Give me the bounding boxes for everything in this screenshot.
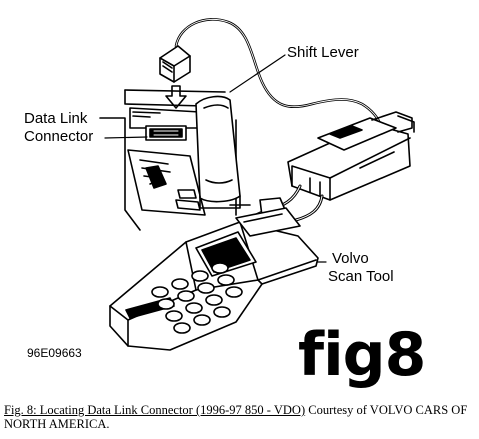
cable-plug xyxy=(159,45,191,83)
adapter-cable-right xyxy=(294,194,324,222)
caption-credit: Courtesy of VOLVO CARS OF NORTH AMERICA. xyxy=(4,403,468,431)
insert-arrow xyxy=(165,85,187,109)
dlc-leader xyxy=(104,136,148,139)
scan-tool-label-line2: Scan Tool xyxy=(328,268,394,285)
figure-code: 96E09663 xyxy=(27,346,82,360)
figure-watermark: fig8 xyxy=(298,320,426,390)
data-link-connector-label: Data Link Connector xyxy=(24,110,93,146)
data-link-connector-label-line2: Connector xyxy=(24,128,94,145)
scan-tool-label: Volvo Scan Tool xyxy=(328,250,394,286)
line-drawing xyxy=(99,18,415,351)
data-link-connector xyxy=(145,125,187,141)
figure-caption: Fig. 8: Locating Data Link Connector (19… xyxy=(4,403,474,431)
caption-link[interactable]: Fig. 8: Locating Data Link Connector (19… xyxy=(4,403,306,417)
scan-tool xyxy=(109,207,319,351)
scan-tool-keypad xyxy=(151,262,243,334)
data-link-connector-label-line1: Data Link xyxy=(24,110,88,127)
scan-tool-label-line1: Volvo xyxy=(332,250,369,267)
vehicle-console xyxy=(99,89,251,231)
shift-lever-label: Shift Lever xyxy=(287,44,359,61)
shift-leader xyxy=(229,54,286,93)
shift-lever xyxy=(195,95,241,209)
interface-adapter xyxy=(287,111,415,201)
